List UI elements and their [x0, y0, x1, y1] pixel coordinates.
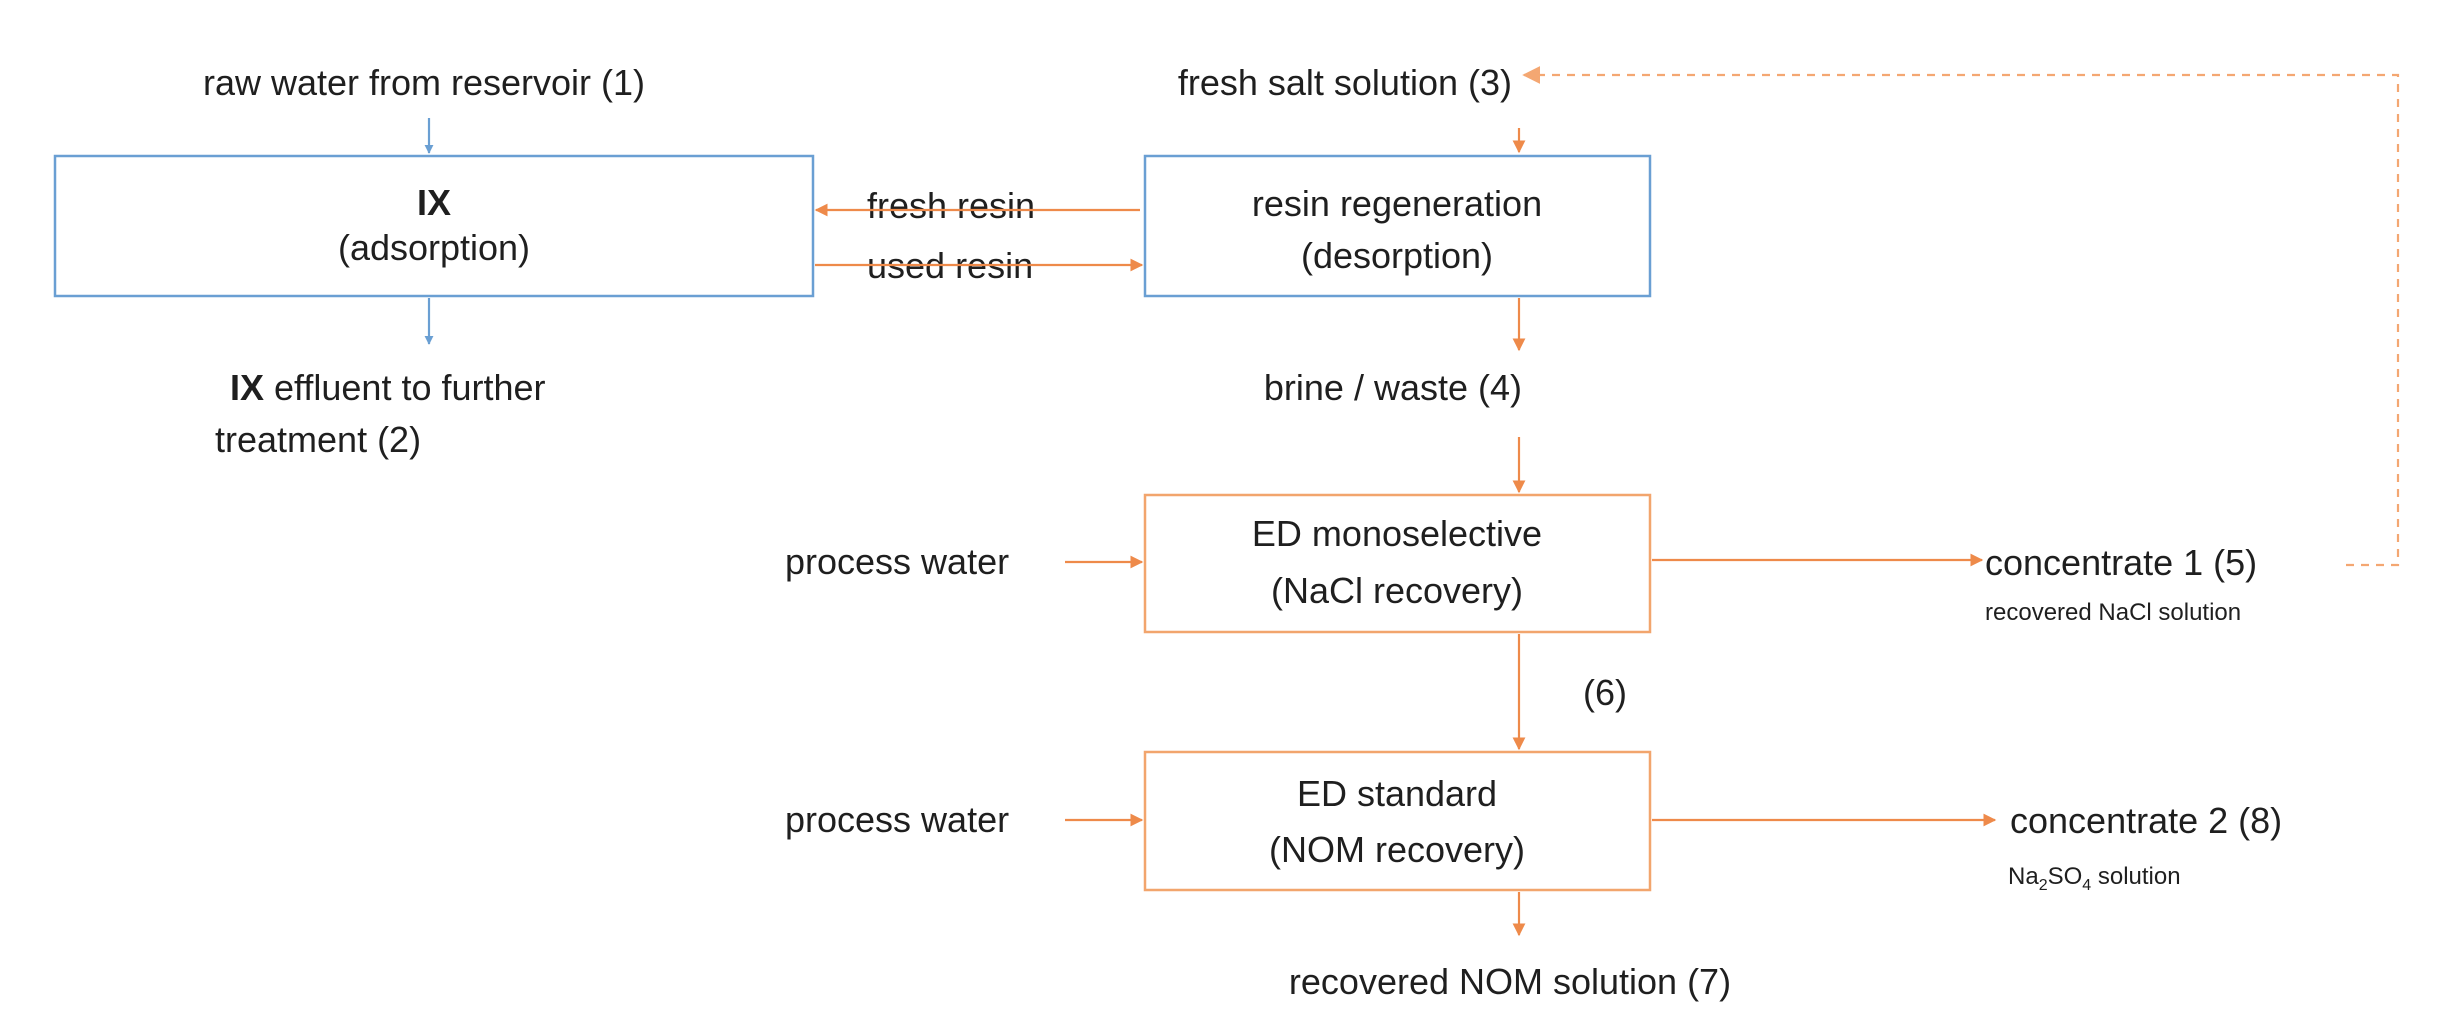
na2so4-part-solution: solution: [2091, 863, 2180, 890]
ed-monoselective-box: [1143, 493, 1652, 634]
concentrate-1-label: concentrate 1 (5): [1985, 542, 2257, 583]
ix-effluent-bold: IX: [230, 367, 264, 408]
fresh-salt-label: fresh salt solution (3): [1178, 62, 1512, 103]
process-water-2-label: process water: [785, 799, 1009, 840]
recycle-loop-arrow: [1522, 66, 2400, 567]
na2so4-part-na: Na: [2008, 863, 2039, 890]
ed-standard-title: ED standard: [1297, 773, 1497, 814]
raw-water-label: raw water from reservoir (1): [203, 62, 645, 103]
na2so4-sub-4: 4: [2082, 877, 2091, 894]
fresh-resin-label: fresh resin: [867, 185, 1035, 226]
stream-6-label: (6): [1583, 672, 1627, 713]
ix-effluent-line1: effluent to further: [264, 367, 546, 408]
concentrate-1-note: recovered NaCl solution: [1985, 599, 2241, 626]
concentrate-2-label: concentrate 2 (8): [2010, 800, 2282, 841]
ix-title: IX: [417, 182, 451, 223]
ix-subtitle: (adsorption): [338, 227, 530, 268]
ed-standard-box: [1143, 750, 1652, 892]
regeneration-box: [1143, 154, 1652, 298]
process-water-1-label: process water: [785, 541, 1009, 582]
ix-effluent-line2: treatment (2): [215, 419, 421, 460]
brine-label: brine / waste (4): [1264, 367, 1522, 408]
na2so4-sub-2: 2: [2039, 877, 2048, 894]
na2so4-note: Na2SO4 solution: [2008, 863, 2181, 894]
ed-mono-title: ED monoselective: [1252, 513, 1542, 554]
ix-effluent-label: IX effluent to further: [230, 367, 546, 408]
nom-solution-label: recovered NOM solution (7): [1289, 961, 1731, 1002]
ed-standard-subtitle: (NOM recovery): [1269, 829, 1525, 870]
regeneration-title: resin regeneration: [1252, 183, 1542, 224]
ed-mono-subtitle: (NaCl recovery): [1271, 570, 1523, 611]
regeneration-subtitle: (desorption): [1301, 235, 1493, 276]
na2so4-part-so: SO: [2048, 863, 2083, 890]
ix-box: [53, 154, 815, 298]
